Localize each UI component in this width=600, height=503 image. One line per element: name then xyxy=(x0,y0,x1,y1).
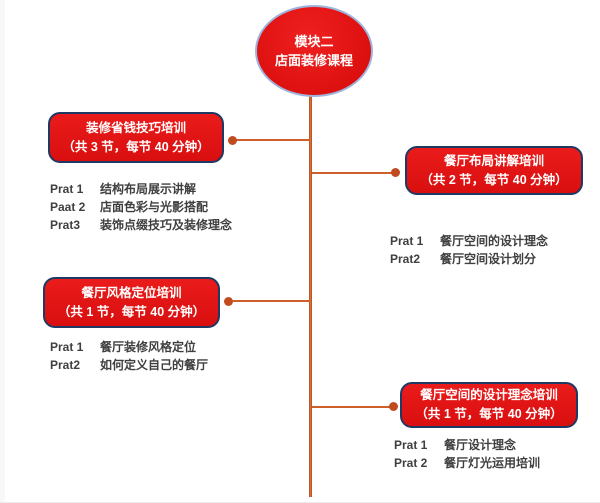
branch-2-part-list: Prat 1 餐厅空间的设计理念 Prat2 餐厅空间设计划分 xyxy=(390,232,548,268)
branch-2-subtitle: （共 2 节，每节 40 分钟） xyxy=(420,172,568,187)
root-node: 模块二 店面装修课程 xyxy=(255,5,373,97)
list-item: Prat 1 餐厅装修风格定位 xyxy=(50,338,208,356)
part-text: 店面色彩与光影搭配 xyxy=(100,200,209,214)
list-item: Prat3 装饰点缀技巧及装修理念 xyxy=(50,216,232,234)
connector-dot-branch-1 xyxy=(228,136,237,145)
part-label: Paat 2 xyxy=(50,200,86,214)
connector-dot-branch-2 xyxy=(391,168,400,177)
list-item: Prat 1 餐厅设计理念 xyxy=(394,436,540,454)
branch-4-subtitle: （共 1 节，每节 40 分钟） xyxy=(415,407,563,421)
part-text: 结构布局展示讲解 xyxy=(100,182,197,196)
branch-4-part-list: Prat 1 餐厅设计理念 Prat 2 餐厅灯光运用培训 xyxy=(394,436,540,472)
list-item: Prat 1 结构布局展示讲解 xyxy=(50,180,232,198)
part-label: Prat 1 xyxy=(394,438,428,452)
part-label: Prat 2 xyxy=(394,456,428,470)
part-text: 餐厅空间的设计理念 xyxy=(440,234,549,248)
branch-1-part-list: Prat 1 结构布局展示讲解 Paat 2 店面色彩与光影搭配 Prat3 装… xyxy=(50,180,232,234)
connector-dot-branch-3 xyxy=(224,297,233,306)
page-edge-strip xyxy=(0,0,5,503)
root-title-line1: 模块二 xyxy=(294,34,334,49)
part-text: 餐厅空间设计划分 xyxy=(440,252,537,266)
branch-3-box: 餐厅风格定位培训 （共 1 节，每节 40 分钟） xyxy=(43,277,220,328)
connector-dot-branch-4 xyxy=(389,402,398,411)
part-text: 装饰点缀技巧及装修理念 xyxy=(100,218,233,232)
part-label: Prat 1 xyxy=(50,182,84,196)
branch-3-subtitle: （共 1 节，每节 40 分钟） xyxy=(57,304,206,319)
part-text: 餐厅设计理念 xyxy=(444,438,517,452)
branch-3-title: 餐厅风格定位培训 xyxy=(81,285,182,300)
trunk-line xyxy=(309,95,312,497)
list-item: Prat2 如何定义自己的餐厅 xyxy=(50,356,208,374)
branch-3-part-list: Prat 1 餐厅装修风格定位 Prat2 如何定义自己的餐厅 xyxy=(50,338,208,374)
part-text: 如何定义自己的餐厅 xyxy=(100,358,209,372)
branch-2-box: 餐厅布局讲解培训 （共 2 节，每节 40 分钟） xyxy=(405,146,583,195)
connector-line-branch-1 xyxy=(236,139,310,141)
branch-1-title: 装修省钱技巧培训 xyxy=(85,120,186,135)
branch-1-subtitle: （共 3 节，每节 40 分钟） xyxy=(62,139,210,154)
branch-1-box: 装修省钱技巧培训 （共 3 节，每节 40 分钟） xyxy=(48,112,224,163)
list-item: Prat 1 餐厅空间的设计理念 xyxy=(390,232,548,250)
connector-line-branch-4 xyxy=(312,406,391,408)
part-label: Prat2 xyxy=(390,252,421,266)
list-item: Prat2 餐厅空间设计划分 xyxy=(390,250,548,268)
part-text: 餐厅灯光运用培训 xyxy=(444,456,541,470)
list-item: Paat 2 店面色彩与光影搭配 xyxy=(50,198,232,216)
connector-line-branch-3 xyxy=(233,300,310,302)
list-item: Prat 2 餐厅灯光运用培训 xyxy=(394,454,540,472)
connector-line-branch-2 xyxy=(312,172,393,174)
part-text: 餐厅装修风格定位 xyxy=(100,340,197,354)
part-label: Prat 1 xyxy=(50,340,84,354)
branch-2-title: 餐厅布局讲解培训 xyxy=(443,153,544,168)
root-title-line2: 店面装修课程 xyxy=(274,53,353,68)
part-label: Prat3 xyxy=(50,218,81,232)
branch-4-box: 餐厅空间的设计理念培训 （共 1 节，每节 40 分钟） xyxy=(400,382,578,428)
branch-4-title: 餐厅空间的设计理念培训 xyxy=(420,388,558,402)
part-label: Prat2 xyxy=(50,358,81,372)
part-label: Prat 1 xyxy=(390,234,424,248)
